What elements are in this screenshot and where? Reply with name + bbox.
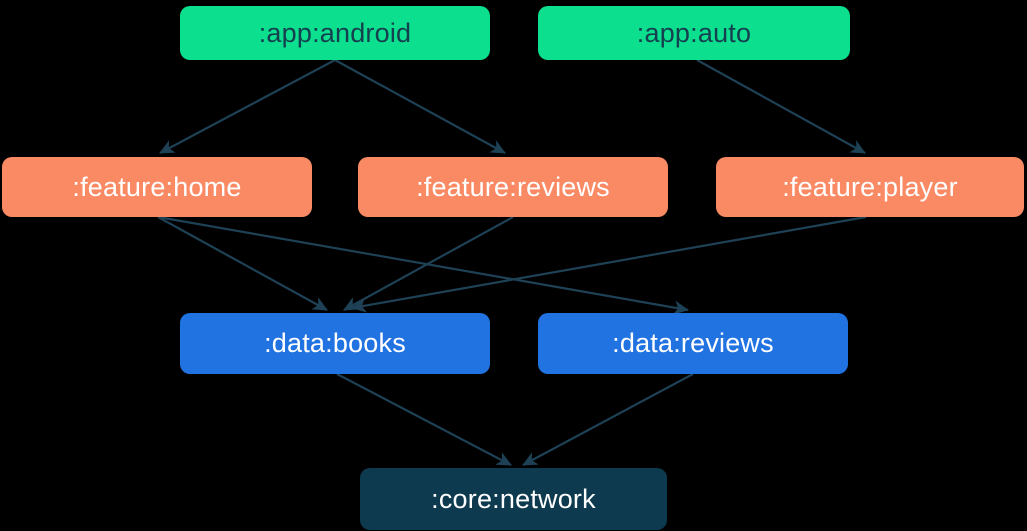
node-feature-player: :feature:player [716, 157, 1024, 217]
node-app-android: :app:android [180, 6, 490, 60]
node-app-auto: :app:auto [538, 6, 850, 60]
node-label-feature-reviews: :feature:reviews [416, 171, 610, 202]
edge-data-books-to-core-network [336, 373, 512, 466]
edge-app-android-to-feature-reviews [334, 59, 506, 154]
node-core-network: :core:network [360, 468, 667, 530]
node-label-app-auto: :app:auto [636, 17, 752, 48]
edge-data-reviews-to-core-network [522, 373, 694, 466]
node-label-feature-player: :feature:player [782, 171, 958, 202]
node-feature-reviews: :feature:reviews [358, 157, 668, 217]
node-label-core-network: :core:network [431, 483, 596, 514]
node-feature-home: :feature:home [2, 157, 312, 217]
edge-feature-player-to-data-books [351, 215, 867, 313]
node-label-app-android: :app:android [258, 17, 412, 48]
node-data-reviews: :data:reviews [538, 313, 848, 374]
edge-app-auto-to-feature-player [696, 59, 866, 154]
node-data-books: :data:books [180, 313, 490, 374]
node-label-data-books: :data:books [264, 328, 406, 358]
node-label-feature-home: :feature:home [72, 171, 242, 202]
edge-feature-home-to-data-books [157, 216, 328, 311]
edge-feature-reviews-to-data-books [343, 216, 514, 311]
edge-feature-home-to-data-reviews [157, 215, 689, 315]
edge-app-android-to-feature-home [159, 59, 336, 154]
node-label-data-reviews: :data:reviews [612, 328, 774, 358]
